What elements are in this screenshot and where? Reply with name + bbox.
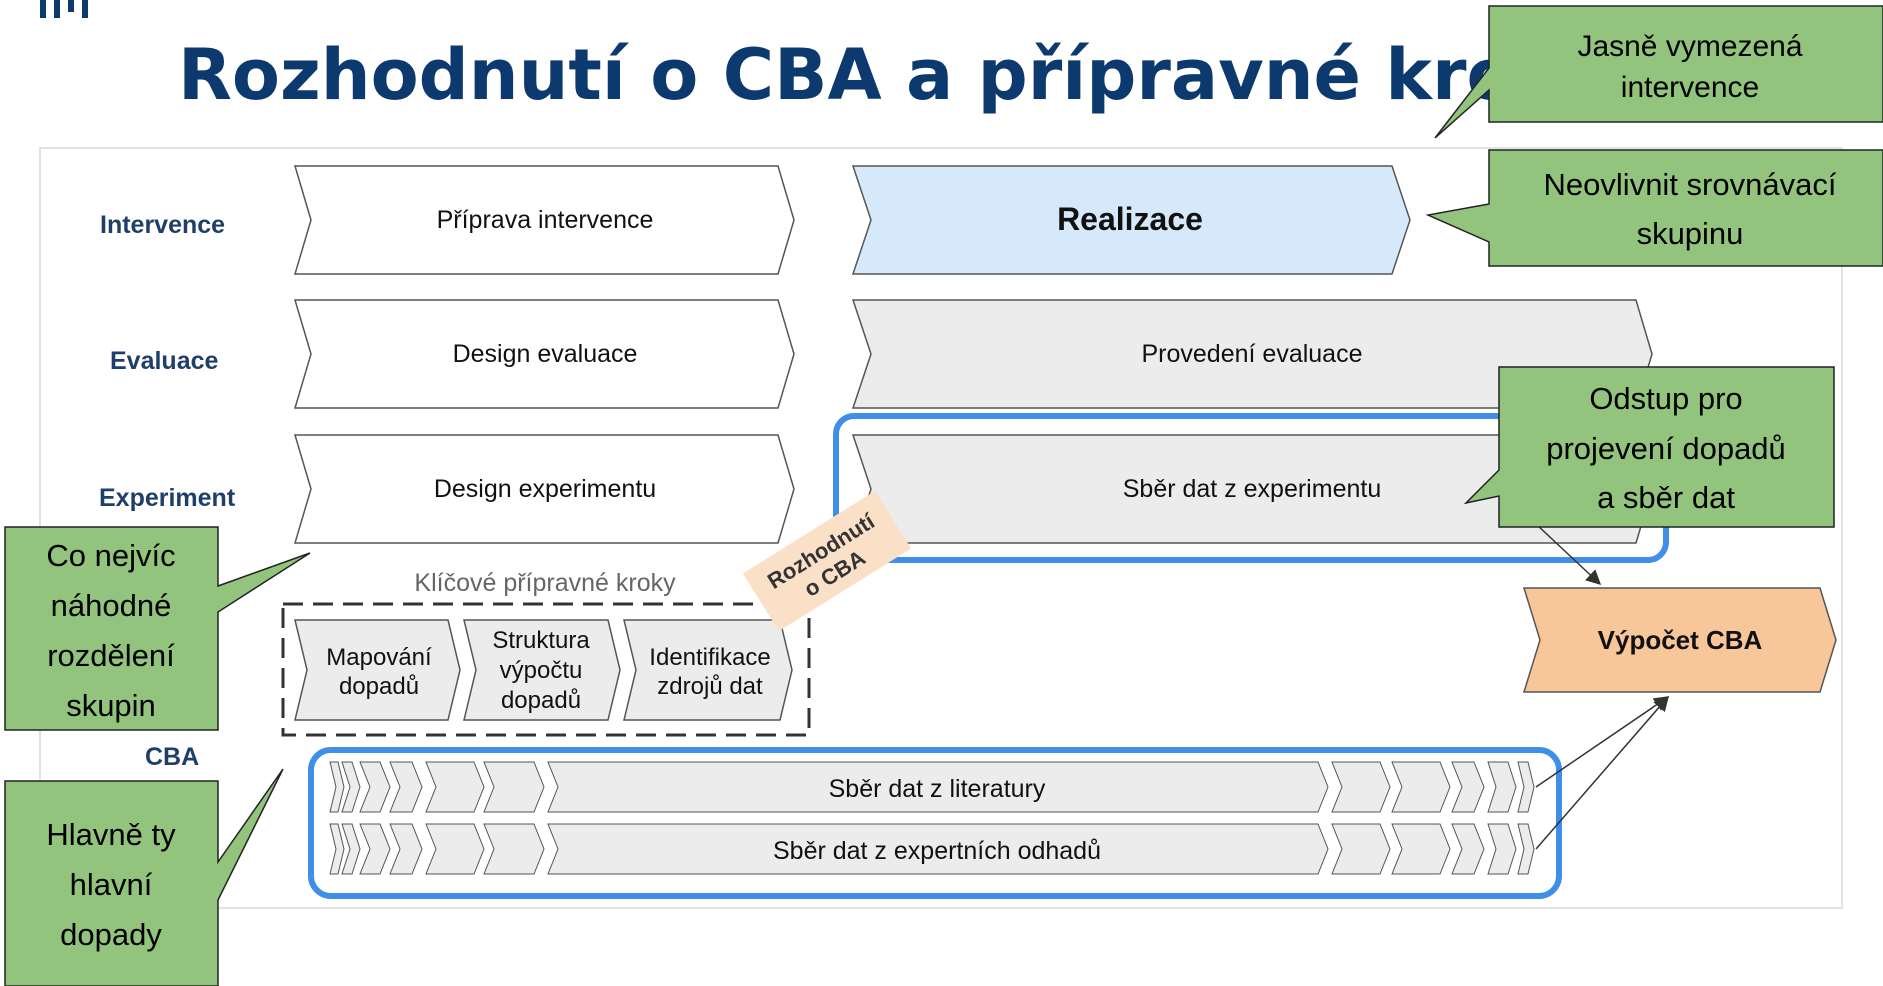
chevron-vypocet-cba-label: Výpočet CBA [1598, 625, 1763, 655]
chevron-design-evaluace [293, 299, 795, 409]
chevron-struktura [463, 619, 621, 721]
callout-hlavne: Hlavně ty hlavní dopady [4, 768, 284, 986]
struktura-line-3: dopadů [501, 687, 581, 714]
mapovani-line-1: Mapování [326, 644, 432, 671]
callout-odstup-line-1: Odstup pro [1589, 381, 1742, 416]
callout-neovlivnit: Neovlivnit srovnávací skupinu [1425, 149, 1883, 267]
chevron-priprava-intervence [293, 165, 795, 275]
logo-icon [40, 0, 88, 18]
chevron-design-experimentu-label: Design experimentu [434, 475, 656, 503]
connector-experts-to-cba [1535, 695, 1669, 850]
chevron-vypocet-cba [1522, 587, 1837, 693]
callout-nahodne-line-1: Co nejvíc [46, 538, 175, 573]
cba-experts-arrow [329, 823, 1535, 875]
cba-experts-label: Sběr dat z expertních odhadů [773, 837, 1101, 865]
callout-nahodne-line-2: náhodné [51, 588, 172, 623]
callout-jasne-vymezena: Jasně vymezená intervence [1434, 5, 1883, 139]
chevron-realizace [851, 165, 1411, 275]
row-label-intervence: Intervence [100, 211, 225, 239]
struktura-line-2: výpočtu [500, 657, 583, 684]
callout-neovlivnit-line-2: skupinu [1637, 216, 1744, 251]
callout-hlavne-line-2: hlavní [70, 867, 153, 902]
callout-hlavne-line-3: dopady [60, 917, 162, 952]
identifikace-line-1: Identifikace [649, 644, 770, 671]
row-label-evaluace: Evaluace [110, 347, 219, 375]
key-steps-heading: Klíčové přípravné kroky [414, 569, 676, 597]
callout-neovlivnit-line-1: Neovlivnit srovnávací [1544, 167, 1837, 202]
callout-nahodne-line-4: skupin [66, 688, 156, 723]
callout-jasne-line-1: Jasně vymezená [1577, 30, 1802, 63]
chevron-sber-dat-experiment-label: Sběr dat z experimentu [1123, 475, 1381, 503]
connector-experiment-to-cba [1535, 523, 1602, 586]
chevron-realizace-label: Realizace [1057, 201, 1203, 237]
callout-nahodne-line-3: rozdělení [47, 638, 175, 673]
struktura-line-1: Struktura [492, 627, 590, 654]
callout-odstup-line-3: a sběr dat [1597, 480, 1735, 515]
callout-odstup-line-2: projevení dopadů [1546, 431, 1786, 466]
chevron-provedeni-evaluace-label: Provedení evaluace [1142, 340, 1363, 368]
key-steps-box [281, 602, 811, 737]
chevron-design-experimentu [293, 434, 795, 544]
row-label-cba: CBA [145, 743, 199, 771]
chevron-mapovani [294, 619, 461, 721]
cba-literature-label: Sběr dat z literatury [829, 775, 1046, 803]
callout-jasne-line-2: intervence [1621, 71, 1759, 104]
callout-hlavne-line-1: Hlavně ty [46, 817, 176, 852]
identifikace-line-2: zdrojů dat [657, 673, 763, 700]
callout-nahodne: Co nejvíc náhodné rozdělení skupin [4, 526, 311, 731]
chevron-priprava-intervence-label: Příprava intervence [437, 206, 654, 234]
row-label-experiment: Experiment [99, 484, 236, 512]
callout-odstup: Odstup pro projevení dopadů a sběr dat [1463, 366, 1835, 528]
connector-literature-to-cba [1535, 696, 1670, 788]
page-title: Rozhodnutí o CBA a přípravné kroky [178, 34, 1607, 116]
mapovani-line-2: dopadů [339, 673, 419, 700]
chevron-design-evaluace-label: Design evaluace [453, 340, 638, 368]
cba-literature-arrow [329, 761, 1535, 813]
